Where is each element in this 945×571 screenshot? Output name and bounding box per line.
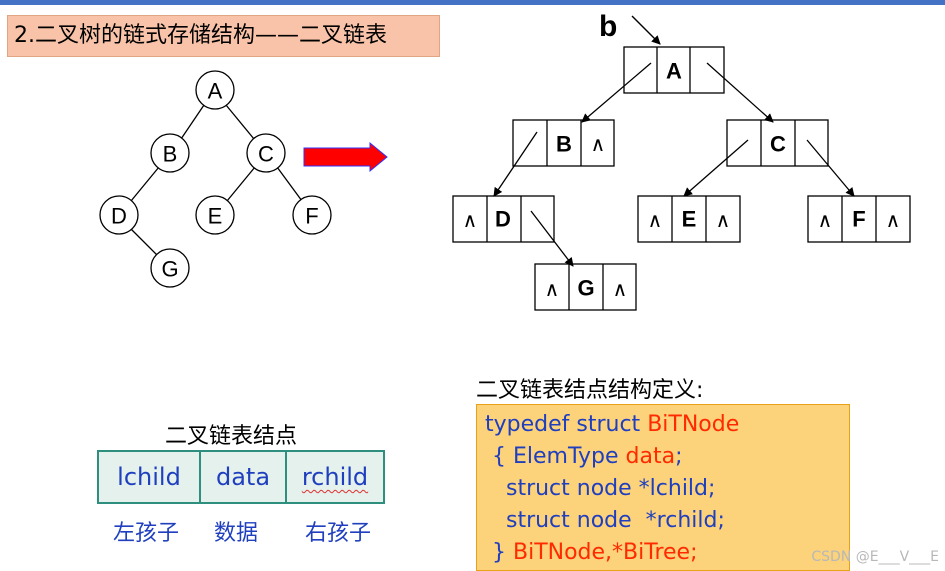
null-g-lchild: ∧ — [545, 277, 560, 301]
code-semicolon: ; — [675, 444, 683, 469]
top-accent-bar — [0, 0, 945, 5]
code-closing-brace: } — [485, 540, 513, 565]
tree-node-f-label: F — [305, 204, 318, 229]
tree-node-a-label: A — [208, 79, 223, 104]
null-d-lchild: ∧ — [463, 208, 478, 232]
tree-edges — [129, 104, 303, 257]
linked-node-c-data: C — [770, 132, 786, 157]
code-elemtype: { ElemType — [485, 444, 626, 469]
caption-data: 数据 — [214, 521, 259, 546]
code-keyword-typedef: typedef struct — [485, 412, 648, 437]
pointer-arrows — [493, 62, 855, 267]
code-block: typedef struct BiTNode { ElemType data; … — [476, 404, 850, 571]
root-pointer-arrow — [631, 15, 661, 45]
tree-node-b — [150, 133, 190, 173]
linked-node-e — [637, 195, 741, 243]
null-e-rchild: ∧ — [716, 208, 731, 232]
null-e-lchild: ∧ — [648, 208, 663, 232]
tree-node-f — [292, 195, 332, 235]
linked-node-e-data: E — [682, 207, 697, 232]
code-caption: 二叉链表结点结构定义: — [476, 378, 704, 403]
node-structure-table: lchild data rchild — [97, 450, 385, 504]
code-typedef-names: BiTNode,*BiTree; — [512, 540, 698, 565]
block-arrow-icon — [303, 141, 388, 173]
node-structure-caption: 二叉链表结点 — [165, 424, 298, 449]
caption-right-child: 右孩子 — [305, 521, 372, 546]
tree-node-d — [99, 195, 139, 235]
tree-node-d-label: D — [111, 204, 127, 229]
field-data: data — [199, 452, 285, 502]
root-pointer-label: b — [599, 10, 617, 43]
watermark: CSDN @E___V___E — [811, 549, 939, 565]
code-type-name: BiTNode — [647, 412, 740, 437]
linked-node-f-data: F — [852, 207, 865, 232]
tree-node-g — [150, 248, 190, 288]
null-g-rchild: ∧ — [613, 277, 628, 301]
null-b-rchild: ∧ — [591, 132, 606, 156]
code-line-4: struct node *rchild; — [485, 508, 725, 533]
linked-node-d-data: D — [495, 207, 511, 232]
tree-node-e — [195, 195, 235, 235]
tree-node-g-label: G — [161, 257, 178, 282]
linked-node-a-data: A — [666, 59, 682, 84]
null-f-lchild: ∧ — [818, 208, 833, 232]
code-field-data: data — [625, 444, 676, 469]
slide-title: 2.二叉树的链式存储结构——二叉链表 — [7, 15, 440, 57]
code-line-1: typedef struct BiTNode — [485, 409, 849, 441]
code-line-5: } BiTNode,*BiTree; — [485, 537, 849, 569]
field-rchild: rchild — [301, 463, 369, 491]
linked-node-g-data: G — [577, 276, 594, 301]
tree-node-e-label: E — [208, 204, 223, 229]
linked-node-f — [807, 195, 911, 243]
null-f-rchild: ∧ — [886, 208, 901, 232]
tree-node-c — [246, 133, 286, 173]
field-lchild: lchild — [117, 463, 181, 491]
linked-node-g — [534, 263, 637, 311]
tree-node-b-label: B — [163, 142, 178, 167]
tree-node-c-label: C — [258, 142, 274, 167]
linked-node-a — [623, 46, 725, 94]
caption-left-child: 左孩子 — [113, 521, 180, 546]
linked-node-b-data: B — [556, 132, 572, 157]
field-rchild-cell: rchild — [285, 452, 383, 502]
tree-node-a — [195, 70, 235, 110]
code-line-3: struct node *lchild; — [485, 476, 716, 501]
code-line-2: { ElemType data; — [485, 441, 849, 473]
